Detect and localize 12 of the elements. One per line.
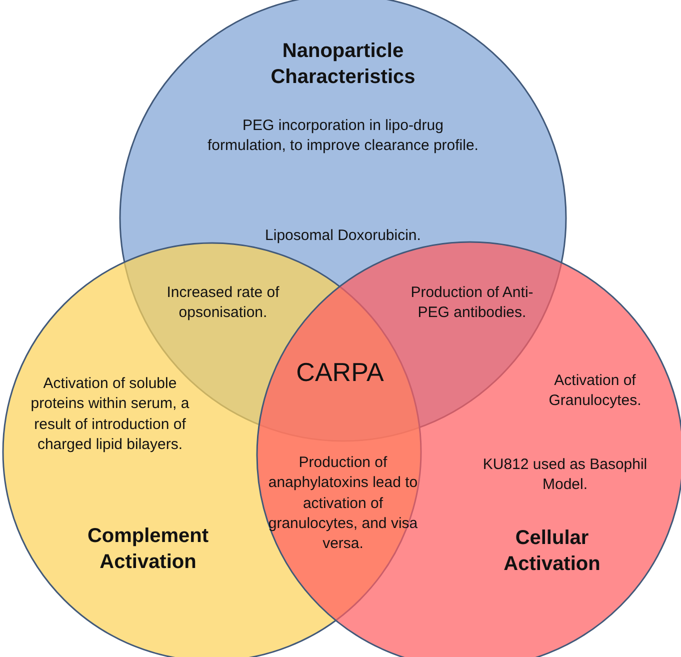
overlap-text: Increased rate of opsonisation.: [166, 283, 280, 324]
description-text: KU812 used as Basophil Model.: [482, 455, 648, 496]
circle-heading: Complement Activation: [86, 524, 210, 575]
circle-heading: Nanoparticle Characteristics: [270, 39, 416, 90]
overlap-text: Production of anaphylatoxins lead to activation of granulocytes, and visa versa.: [267, 453, 419, 554]
overlap-text: Production of Anti-PEG antibodies.: [410, 283, 534, 324]
description-text: Activation of Granulocytes.: [548, 371, 642, 412]
circle-heading: Cellular Activation: [502, 526, 602, 577]
center-label: CARPA: [295, 356, 385, 389]
description-text: Activation of soluble proteins within serum, a result of introduction of charged lipid bilayers.: [30, 374, 190, 455]
description-text: Liposomal Doxorubicin.: [264, 226, 422, 246]
description-text: PEG incorporation in lipo-drug formulation, to improve clearance profile.: [206, 116, 480, 156]
